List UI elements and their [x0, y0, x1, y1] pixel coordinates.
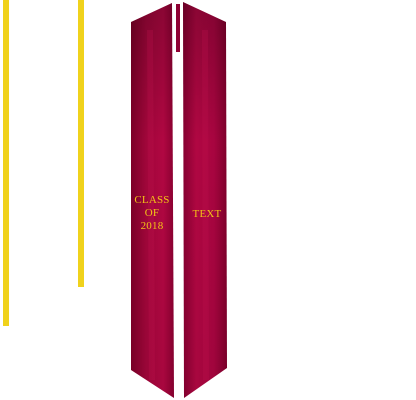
stole-neck-fold [176, 4, 180, 52]
gold-trim-strip-left [3, 0, 9, 326]
stole-text-class: CLASS [134, 194, 170, 206]
stole-text-of: OF [144, 207, 160, 219]
stole-left-embroidery: CLASS OF 2018 [128, 194, 176, 233]
stole-right-embroidery: TEXT [192, 208, 222, 220]
stole-text-year: 2018 [140, 220, 164, 232]
gold-trim-strip-right [78, 0, 84, 287]
